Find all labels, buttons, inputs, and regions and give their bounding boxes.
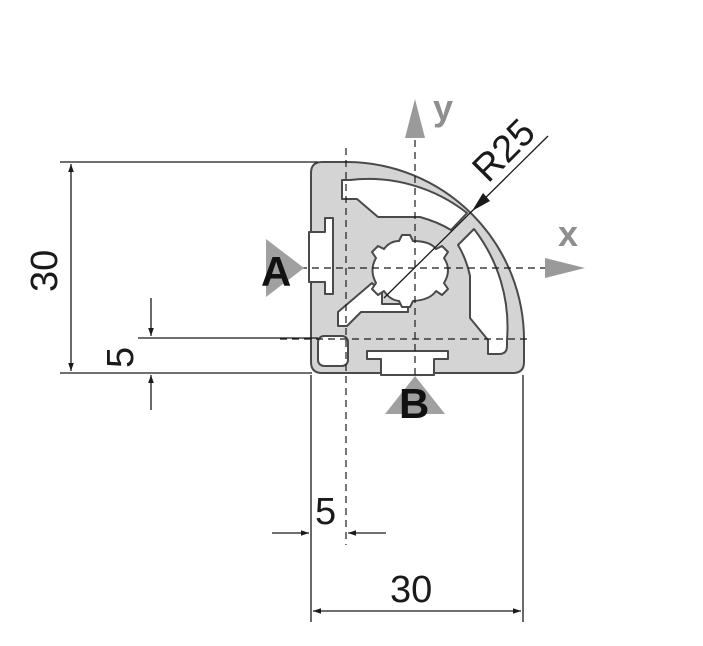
corner-channel	[317, 335, 349, 367]
slot-height-dimension: 5	[100, 298, 318, 410]
upper-arc-channel	[341, 177, 468, 231]
slot-height-value: 5	[100, 347, 142, 368]
view-b-arrow-icon	[385, 376, 445, 414]
slot-width-dimension: 5	[272, 375, 386, 622]
width-value: 30	[390, 569, 432, 611]
view-a-label: A	[261, 248, 291, 295]
view-marker-b: B	[385, 376, 445, 427]
y-axis-arrow-icon	[405, 99, 425, 138]
x-axis-label: x	[558, 213, 578, 254]
x-axis: x	[545, 213, 585, 278]
radius-arrow-icon	[472, 193, 490, 211]
y-axis-label: y	[433, 87, 453, 128]
slot-a-groove	[308, 217, 334, 295]
aluminium-profile	[308, 161, 525, 376]
radius-leader-line	[383, 135, 549, 299]
width-dimension: 30	[313, 375, 524, 622]
height-dimension: 30	[24, 161, 318, 374]
right-arc-channel	[457, 228, 509, 355]
slot-b-groove	[366, 350, 449, 376]
x-axis-arrow-icon	[545, 258, 585, 278]
radius-label: R25	[465, 111, 544, 190]
slot-width-value: 5	[315, 491, 336, 533]
view-marker-a: A	[261, 239, 304, 297]
height-value: 30	[24, 250, 66, 292]
view-b-label: B	[399, 380, 429, 427]
view-a-arrow-icon	[266, 239, 304, 297]
y-axis: y	[405, 87, 453, 138]
